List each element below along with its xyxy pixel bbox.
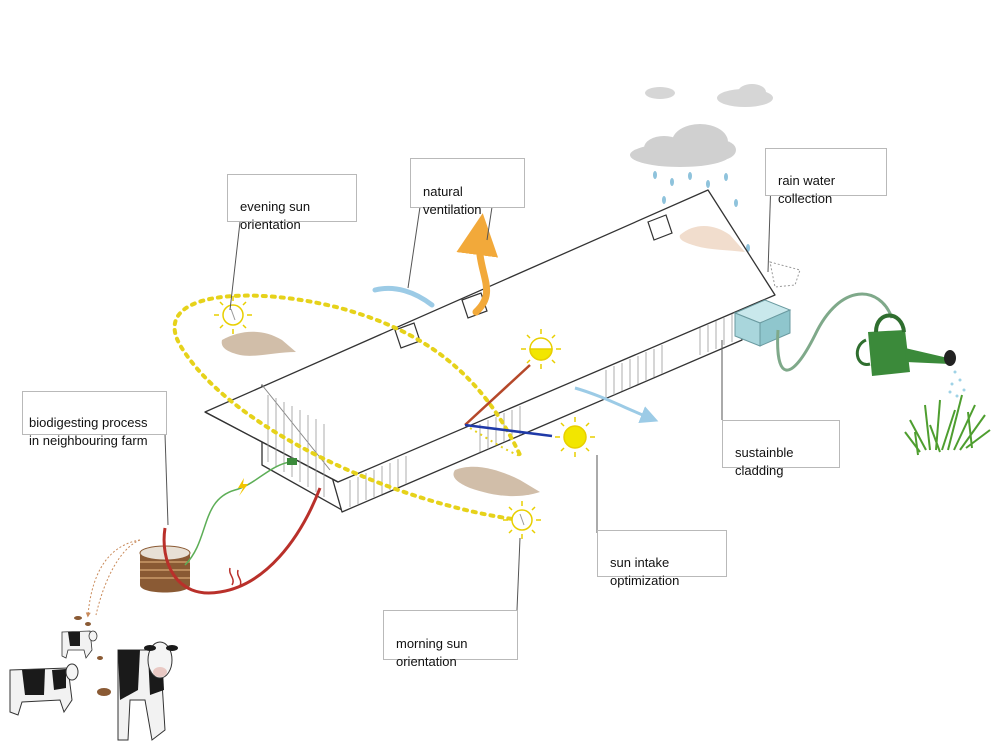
sustainable-cladding-text: sustainble cladding (735, 445, 794, 478)
natural-ventilation-text: natural ventilation (423, 184, 482, 217)
evening-sun-label: evening sun orientation (227, 174, 357, 232)
evening-sun-icon (214, 296, 252, 334)
evening-sun-text: evening sun orientation (240, 199, 311, 232)
evening-hand-icon (221, 331, 296, 356)
morning-hand-icon (453, 466, 540, 497)
airflow-arrow (372, 285, 435, 308)
morning-sun-label: morning sun orientation (383, 610, 518, 669)
barn-building (204, 189, 776, 513)
cow-medium-icon (9, 663, 79, 716)
ventilation-leader-2 (486, 206, 493, 241)
cow-large-icon (117, 641, 178, 741)
small-cloud-icon (645, 84, 773, 107)
ventilation-arrow (456, 213, 499, 316)
rain-cloud-icon (630, 124, 736, 167)
biogas-pipe (162, 487, 322, 595)
rain-water-label: rain water collection (765, 148, 887, 206)
water-hose (776, 292, 894, 372)
rain-hand-icon (679, 225, 745, 252)
skylight-3 (647, 214, 673, 241)
airflow-out-arrow (574, 386, 659, 424)
cow-small-icon (61, 630, 98, 659)
cloud-icons (630, 84, 773, 167)
manure-icon (74, 616, 111, 696)
rain-gutter (769, 261, 801, 288)
noon-sun-icon (521, 329, 561, 369)
sun-intake-label: sun intake optimization (597, 530, 727, 588)
biodigesting-label: biodigesting process in neighbouring far… (22, 391, 167, 448)
sun-intake-text: sun intake optimization (610, 555, 680, 588)
blue-sun-ray (464, 423, 553, 438)
sun-intake-dotted (469, 427, 521, 457)
power-plug-icon (287, 458, 297, 465)
flame-icon (228, 567, 242, 587)
biodigesting-leader (164, 433, 169, 526)
ventilation-leader-1 (407, 206, 421, 289)
morning-sun-text: morning sun orientation (396, 636, 468, 669)
morning-sun-icon (503, 501, 541, 539)
water-tank (733, 299, 792, 347)
manure-arrow-2 (95, 539, 141, 616)
grass-icon (904, 394, 991, 456)
rain-water-text: rain water collection (778, 173, 836, 206)
manure-arrow-1 (85, 539, 141, 618)
watering-can-icon (855, 313, 956, 376)
morning-sun-leader (516, 537, 521, 611)
lightning-icon (238, 478, 248, 496)
sustainable-cladding-label: sustainble cladding (722, 420, 840, 478)
power-cable (184, 461, 291, 566)
evening-sun-leader (229, 221, 241, 311)
water-spray (948, 370, 966, 398)
intake-sun-icon (555, 417, 595, 457)
sun-path (172, 293, 522, 522)
biodigesting-text: biodigesting process in neighbouring far… (29, 415, 148, 448)
red-sun-ray (464, 364, 531, 426)
natural-ventilation-label: natural ventilation (410, 158, 525, 217)
